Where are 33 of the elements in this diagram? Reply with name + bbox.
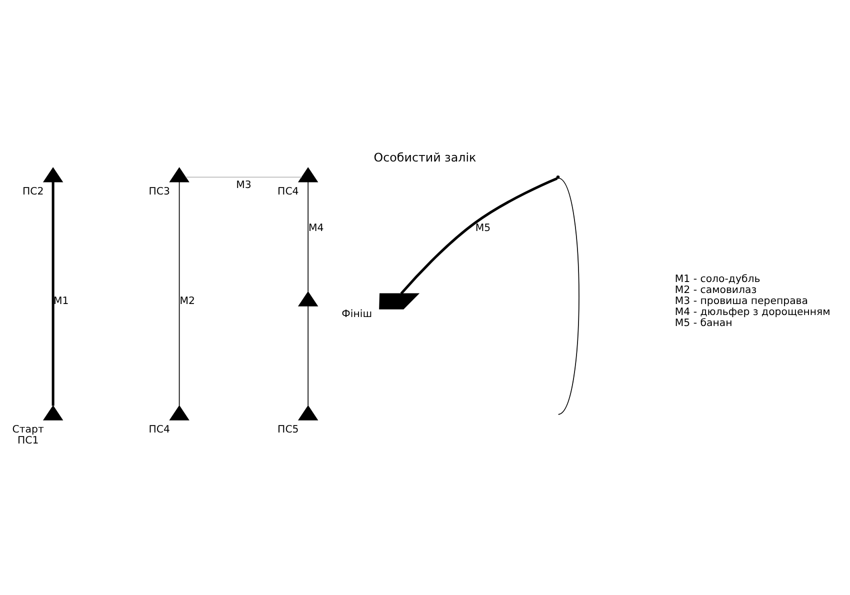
node-label: Старт [12, 424, 44, 436]
node-point [556, 176, 560, 179]
node-label: ПС5 [278, 424, 299, 436]
connector [558, 178, 580, 415]
node-triangle [298, 291, 318, 306]
node-triangle [169, 405, 190, 420]
diagram-title: Особистий залік [374, 150, 476, 164]
connector [178, 182, 180, 406]
label: М4 - дюльфер з дорощенням [674, 306, 830, 318]
node-zigzag [379, 293, 420, 310]
label: М1 - соло-дубль [674, 274, 760, 285]
node-triangle [169, 167, 190, 182]
node-label: Фініш [342, 309, 372, 320]
edge-label: М5 [475, 223, 491, 234]
node-triangle [298, 405, 318, 420]
node-triangle [298, 167, 318, 182]
label: М3 - провиша переправа [674, 296, 808, 307]
node-label: ПС1 [17, 436, 39, 447]
edge-label: М4 [308, 223, 324, 234]
edge-label: М3 [236, 180, 252, 191]
node-label: ПС3 [148, 186, 170, 198]
connector [400, 177, 558, 294]
node-triangle [42, 167, 64, 182]
label: М2 - самовилаз [674, 284, 757, 296]
label: М5 - банан [674, 318, 732, 329]
node-label: ПС2 [22, 186, 44, 198]
edge-label: М1 [54, 296, 69, 307]
edge-label: М2 [180, 296, 195, 307]
connector [185, 176, 302, 178]
node-label: ПС4 [278, 186, 299, 198]
connector [52, 182, 54, 406]
node-label: ПС4 [148, 424, 170, 436]
node-triangle [42, 405, 64, 420]
